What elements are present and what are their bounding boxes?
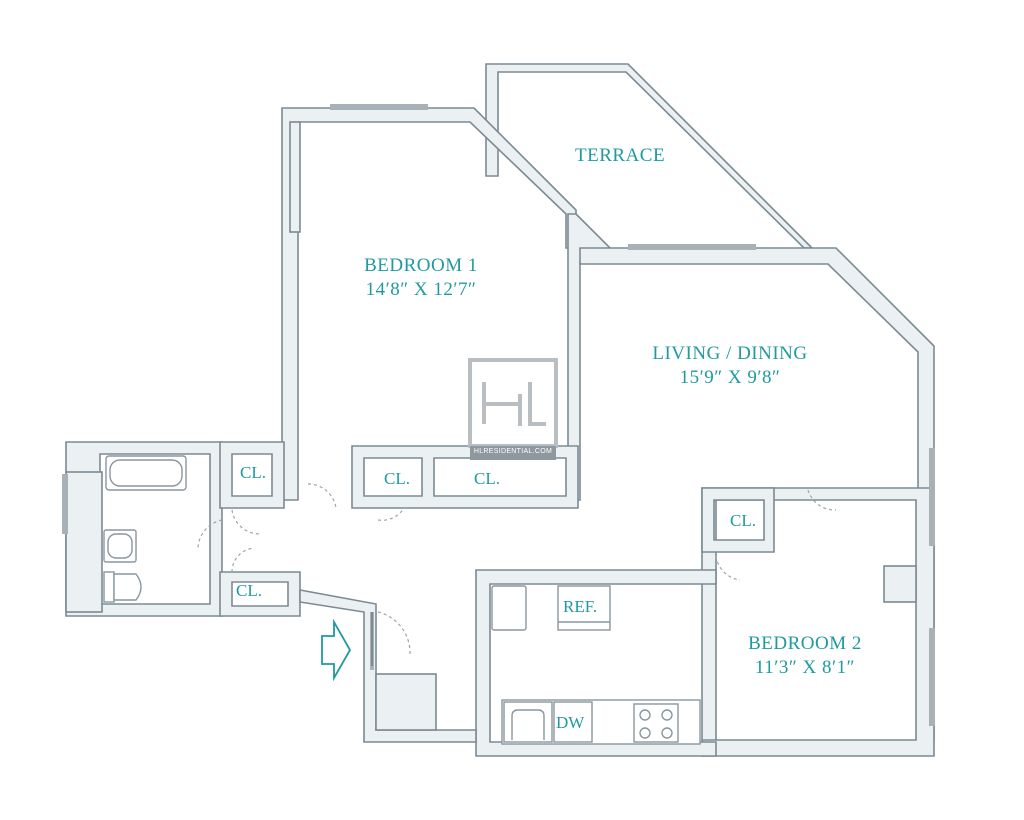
bedroom1-dimensions: 14′8″ X 12′7″ — [365, 278, 477, 300]
door-swing-hall-closet2 — [231, 547, 255, 573]
window-living — [628, 244, 756, 250]
stove-icon — [633, 703, 679, 743]
door-swing-bedroom1b — [377, 507, 405, 521]
entry-wall — [299, 589, 477, 743]
bedroom1-outer-wall — [281, 107, 577, 501]
bedroom2-label: BEDROOM 2 11′3″ X 8′1″ — [730, 632, 880, 680]
window-living-right — [929, 448, 935, 546]
bathtub-icon — [105, 455, 187, 491]
hall-closet-top-wall — [219, 441, 285, 509]
bedroom1-name: BEDROOM 1 — [364, 255, 478, 276]
window-bath — [62, 474, 68, 534]
bathroom-left-jog — [65, 471, 103, 613]
closet-label: CL. — [240, 463, 266, 482]
dishwasher-label: DW — [556, 713, 585, 732]
living-name: LIVING / DINING — [652, 343, 808, 364]
terrace-label: TERRACE — [575, 145, 666, 166]
watermark-site: HLRESIDENTIAL.COM — [473, 448, 553, 455]
kitchen-counter-left — [491, 585, 527, 631]
window-bedroom1 — [330, 104, 428, 110]
door-swing-hall-closet — [231, 509, 261, 535]
window-bedroom2-right — [929, 628, 935, 726]
bedroom2-closet-wall — [701, 487, 775, 553]
closet-label: CL. — [236, 581, 262, 600]
door-swing-bedroom1 — [307, 483, 337, 509]
hall-closet-bottom-wall — [219, 571, 301, 617]
bedroom2-name: BEDROOM 2 — [748, 633, 862, 654]
bath-fixtures — [103, 455, 187, 603]
closet-label: CL. — [384, 469, 410, 488]
closet-label: CL. — [730, 511, 756, 530]
door-swing-bath — [197, 519, 223, 549]
dishwasher-box — [553, 701, 593, 743]
bedroom1-inner-jog — [289, 121, 301, 233]
bedroom1-label: BEDROOM 1 14′8″ X 12′7″ — [346, 254, 496, 302]
terrace-wall — [485, 63, 814, 249]
door-swing-bedroom2 — [807, 489, 837, 511]
kitchen-wall — [475, 569, 717, 757]
entry-arrow-icon — [321, 618, 352, 682]
kitchen-sink-icon — [503, 701, 553, 743]
bedroom2-pillar — [883, 565, 917, 603]
kitchen-fixtures — [491, 585, 701, 745]
walls — [65, 63, 935, 757]
door-swings — [197, 483, 837, 655]
living-label: LIVING / DINING 15′9″ X 9′8″ — [640, 342, 820, 390]
door-swing-entry — [377, 611, 411, 655]
door-swing-bedroom2-closet — [715, 555, 741, 581]
watermark-logo — [468, 358, 558, 460]
entry-jog — [375, 673, 437, 731]
refrigerator-label: REF. — [563, 597, 598, 616]
bedroom2-dimensions: 11′3″ X 8′1″ — [754, 656, 856, 678]
closet-label: CL. — [474, 469, 500, 488]
sink-icon — [103, 529, 137, 563]
living-dimensions: 15′9″ X 9′8″ — [679, 366, 781, 388]
toilet-icon — [103, 571, 142, 603]
